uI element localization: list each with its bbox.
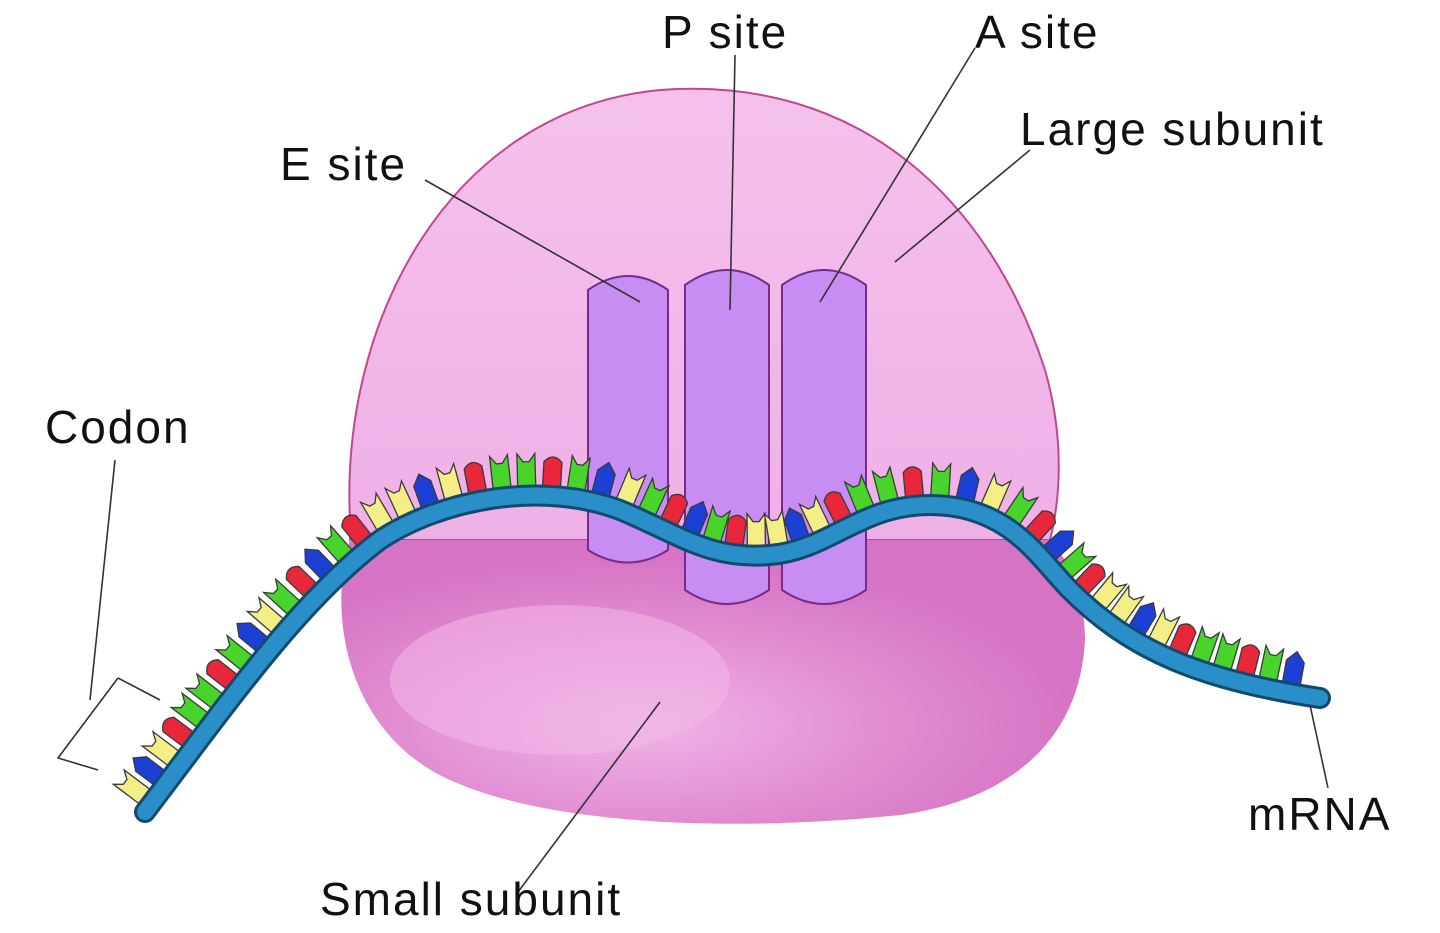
small-subunit-highlight <box>390 605 730 755</box>
nucleotide-base <box>902 466 925 500</box>
codon-leader <box>89 459 116 701</box>
p-site-leader <box>729 54 736 311</box>
nucleotide-base <box>823 491 853 526</box>
e-site-leader <box>424 179 641 303</box>
e-site-label: E site <box>280 138 407 190</box>
nucleotide-shape <box>902 466 925 500</box>
nucleotide-base <box>724 514 747 549</box>
nucleotide-shape <box>463 461 488 496</box>
small-subunit-leader <box>517 701 661 893</box>
nucleotide-base <box>463 461 488 496</box>
large-subunit-label: Large subunit <box>1020 103 1325 155</box>
codon-bracket-right <box>117 677 161 701</box>
nucleotide-shape <box>541 456 563 490</box>
nucleotide-base <box>1168 623 1197 658</box>
mrna-label: mRNA <box>1248 788 1391 840</box>
mrna-strand <box>137 487 1328 820</box>
a-site-label: A site <box>975 6 1100 58</box>
nucleotide-shape <box>1168 623 1197 658</box>
a-site-leader <box>819 47 976 303</box>
mrna-leader <box>1309 704 1329 789</box>
nucleotide-base <box>659 493 689 528</box>
nucleotide-base <box>1235 644 1261 679</box>
large-subunit-leader <box>894 149 1031 263</box>
nucleotide-shape <box>724 514 747 549</box>
codon-label: Codon <box>45 401 191 453</box>
codon-bracket <box>56 677 119 771</box>
nucleotide-shape <box>659 493 689 528</box>
small-subunit-label: Small subunit <box>320 873 622 925</box>
nucleotide-base <box>541 456 563 490</box>
nucleotide-shape <box>823 491 853 526</box>
p-site-label: P site <box>662 6 788 58</box>
nucleotide-shape <box>1235 644 1261 679</box>
